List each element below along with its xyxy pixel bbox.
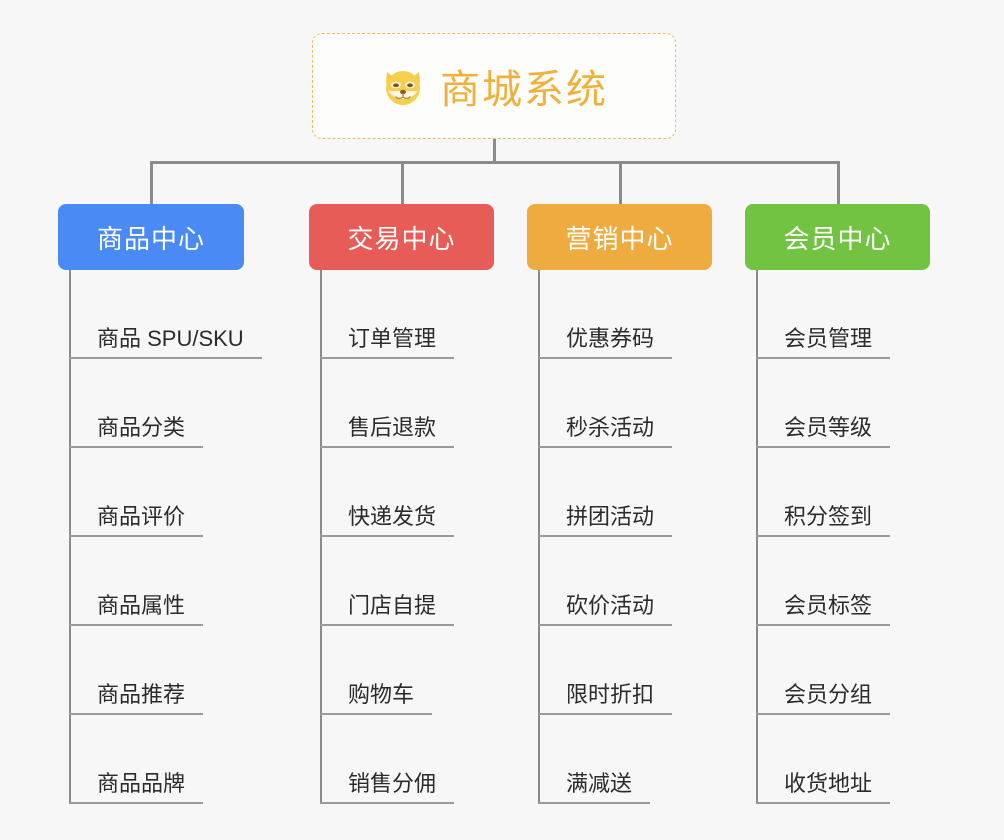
shiba-dog-icon (380, 63, 426, 109)
list-item-label: 砍价活动 (538, 593, 673, 626)
list-item[interactable]: 积分签到 (745, 448, 930, 537)
list-item-label: 商品分类 (69, 415, 204, 448)
branch-items-2: 订单管理 售后退款 快递发货 门店自提 购物车 销售分佣 (309, 270, 494, 804)
branch-items-4: 会员管理 会员等级 积分签到 会员标签 会员分组 收货地址 (745, 270, 930, 804)
branch-header-4[interactable]: 会员中心 (745, 204, 930, 270)
list-item[interactable]: 会员管理 (745, 270, 930, 359)
list-item-label: 会员管理 (756, 326, 891, 359)
list-item[interactable]: 限时折扣 (527, 626, 712, 715)
list-item[interactable]: 商品 SPU/SKU (58, 270, 262, 359)
list-item-label: 购物车 (320, 682, 433, 715)
list-item[interactable]: 售后退款 (309, 359, 494, 448)
list-item-label: 积分签到 (756, 504, 891, 537)
list-item[interactable]: 会员标签 (745, 537, 930, 626)
list-item-label: 销售分佣 (320, 771, 455, 804)
list-item[interactable]: 订单管理 (309, 270, 494, 359)
list-item[interactable]: 商品属性 (58, 537, 244, 626)
connector-drop-1 (150, 161, 153, 204)
list-item-label: 商品品牌 (69, 771, 204, 804)
branch-spine-2 (320, 270, 322, 804)
list-item-label: 商品推荐 (69, 682, 204, 715)
list-item-label: 秒杀活动 (538, 415, 673, 448)
branch-items-1: 商品 SPU/SKU 商品分类 商品评价 商品属性 商品推荐 商品品牌 (58, 270, 262, 804)
list-item-label: 售后退款 (320, 415, 455, 448)
list-item-label: 收货地址 (756, 771, 891, 804)
list-item[interactable]: 会员等级 (745, 359, 930, 448)
list-item[interactable]: 拼团活动 (527, 448, 712, 537)
branch-header-2[interactable]: 交易中心 (309, 204, 494, 270)
branch-header-label: 商品中心 (96, 223, 205, 254)
list-item[interactable]: 门店自提 (309, 537, 494, 626)
branch-column-1: 商品中心 商品 SPU/SKU 商品分类 商品评价 商品属性 商品推荐 商品品牌 (58, 204, 262, 804)
list-item-label: 商品属性 (69, 593, 204, 626)
branch-spine-1 (69, 270, 71, 804)
list-item-label: 满减送 (538, 771, 651, 804)
branch-items-3: 优惠券码 秒杀活动 拼团活动 砍价活动 限时折扣 满减送 (527, 270, 712, 804)
list-item-label: 门店自提 (320, 593, 455, 626)
connector-root-stem (493, 139, 496, 163)
branch-column-3: 营销中心 优惠券码 秒杀活动 拼团活动 砍价活动 限时折扣 满减送 (527, 204, 712, 804)
list-item-label: 会员等级 (756, 415, 891, 448)
root-node[interactable]: 商城系统 (312, 33, 676, 139)
list-item[interactable]: 商品评价 (58, 448, 244, 537)
list-item[interactable]: 购物车 (309, 626, 494, 715)
connector-horizontal-bus (150, 161, 840, 164)
connector-drop-3 (619, 161, 622, 204)
connector-drop-2 (401, 161, 404, 204)
list-item[interactable]: 收货地址 (745, 715, 930, 804)
root-title: 商城系统 (440, 68, 608, 112)
list-item-label: 拼团活动 (538, 504, 673, 537)
list-item-label: 会员分组 (756, 682, 891, 715)
connector-drop-4 (837, 161, 840, 204)
branch-header-1[interactable]: 商品中心 (58, 204, 244, 270)
list-item-label: 优惠券码 (538, 326, 673, 359)
branch-header-3[interactable]: 营销中心 (527, 204, 712, 270)
list-item-label: 商品 SPU/SKU (69, 326, 262, 359)
list-item-label: 会员标签 (756, 593, 891, 626)
branch-header-label: 交易中心 (347, 223, 456, 254)
list-item[interactable]: 会员分组 (745, 626, 930, 715)
branch-column-4: 会员中心 会员管理 会员等级 积分签到 会员标签 会员分组 收货地址 (745, 204, 930, 804)
list-item-label: 商品评价 (69, 504, 204, 537)
list-item[interactable]: 销售分佣 (309, 715, 494, 804)
list-item[interactable]: 商品分类 (58, 359, 244, 448)
branch-spine-3 (538, 270, 540, 804)
list-item[interactable]: 优惠券码 (527, 270, 712, 359)
list-item[interactable]: 秒杀活动 (527, 359, 712, 448)
branch-header-label: 会员中心 (783, 223, 892, 254)
list-item-label: 快递发货 (320, 504, 455, 537)
list-item[interactable]: 砍价活动 (527, 537, 712, 626)
branch-spine-4 (756, 270, 758, 804)
list-item[interactable]: 商品品牌 (58, 715, 244, 804)
list-item[interactable]: 商品推荐 (58, 626, 244, 715)
list-item[interactable]: 快递发货 (309, 448, 494, 537)
list-item-label: 订单管理 (320, 326, 455, 359)
list-item[interactable]: 满减送 (527, 715, 712, 804)
list-item-label: 限时折扣 (538, 682, 673, 715)
branch-header-label: 营销中心 (565, 223, 674, 254)
branch-column-2: 交易中心 订单管理 售后退款 快递发货 门店自提 购物车 销售分佣 (309, 204, 494, 804)
